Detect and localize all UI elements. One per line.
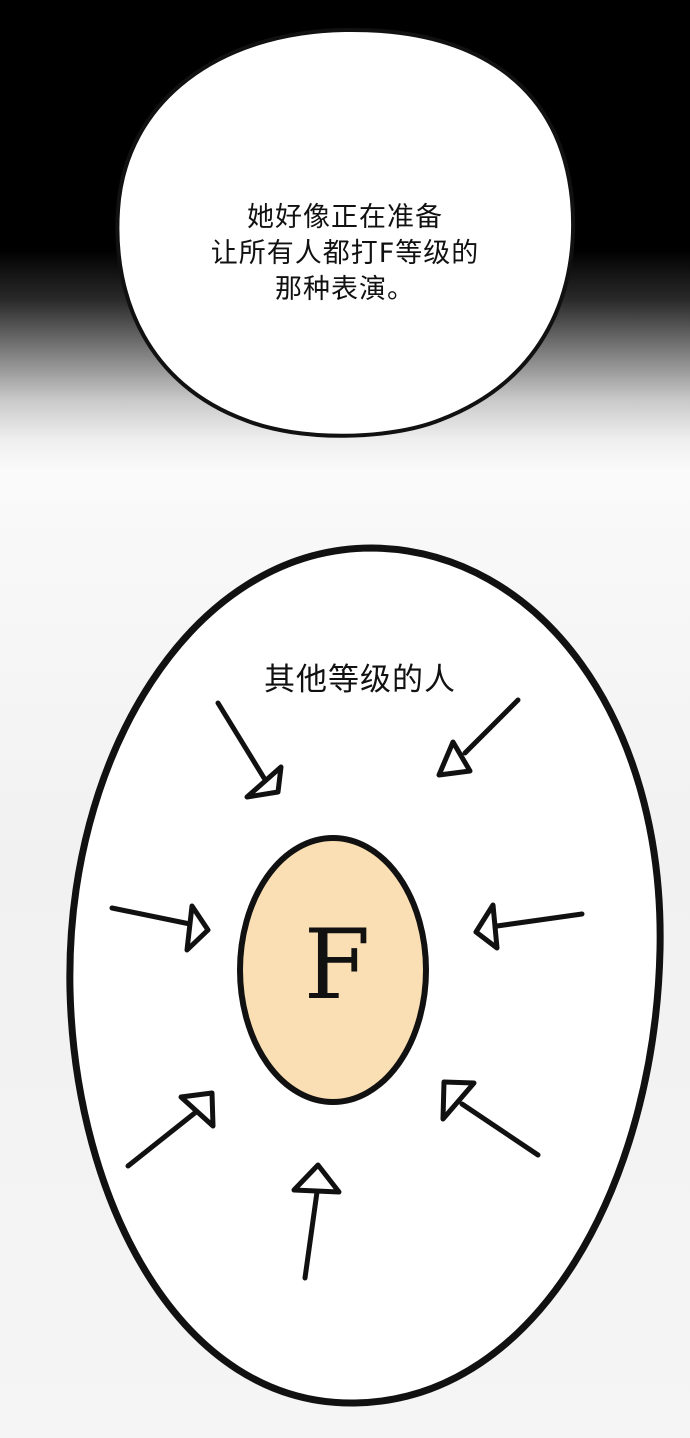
center-grade-letter: F [303, 909, 371, 1021]
speech-line-1: 她好像正在准备 [247, 202, 443, 233]
arrow-icon [215, 700, 284, 800]
arrow-icon [291, 1162, 342, 1281]
speech-bubble-outline [115, 27, 576, 438]
arrow-icon [473, 902, 585, 951]
arrow-icon [125, 1090, 216, 1169]
arrow-icon [109, 903, 211, 953]
speech-bubble-text: 她好像正在准备 让所有人都打F等级的 那种表演。 [170, 200, 520, 308]
speech-line-2: 让所有人都打F等级的 [210, 238, 480, 269]
speech-bubble [115, 27, 576, 438]
speech-line-3: 那种表演。 [275, 274, 415, 305]
center-oval [237, 835, 429, 1105]
arrow-icon [436, 697, 521, 778]
other-grades-label: 其他等级的人 [264, 662, 456, 698]
arrow-icon [440, 1079, 541, 1158]
